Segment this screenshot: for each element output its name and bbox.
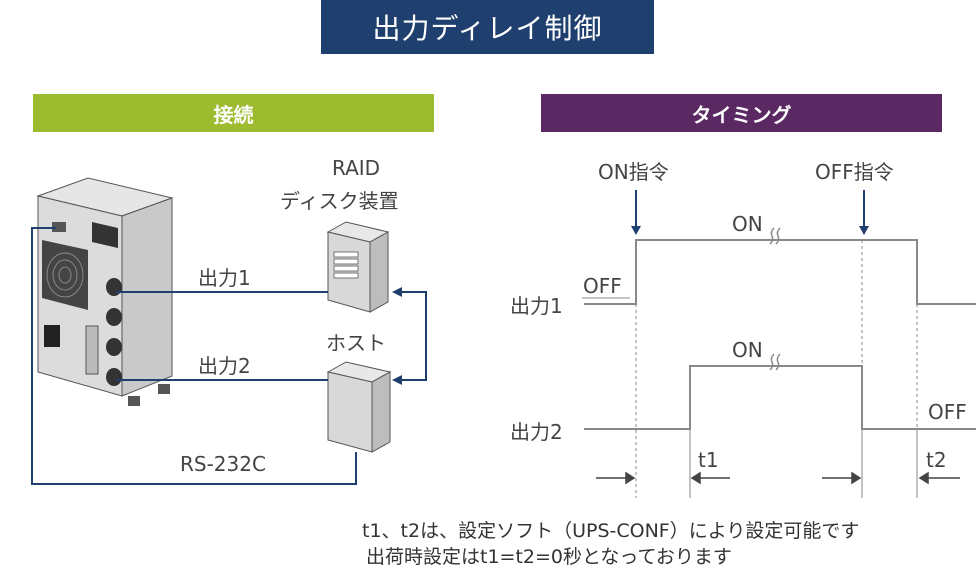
timing-output2-label: 出力2 [510, 420, 563, 444]
output2-off-label: OFF [928, 400, 967, 424]
output2-on-label: ON [732, 338, 763, 362]
host-label: ホスト [326, 331, 386, 355]
connection-wires [31, 227, 427, 485]
note-line2: 出荷時設定はt1=t2=0秒となっております [366, 546, 732, 568]
rs232c-wire [31, 227, 357, 485]
t2-label: t2 [926, 448, 947, 472]
page-title: 出力ディレイ制御 [321, 0, 654, 54]
connection-header: 接続 [33, 94, 434, 132]
host-box-illustration [326, 361, 392, 453]
output1-label: 出力1 [198, 266, 251, 290]
timing-chart [582, 190, 976, 498]
ups-unit-illustration [36, 177, 174, 406]
t1-label: t1 [698, 448, 719, 472]
raid-box-illustration [326, 221, 390, 313]
off-command-label: OFF指令 [815, 160, 894, 184]
raid-label-line1: RAID [332, 156, 381, 180]
timing-header: タイミング [541, 94, 942, 132]
on-command-label: ON指令 [598, 160, 669, 184]
off-command-arrow [859, 226, 869, 235]
rs232c-label: RS-232C [180, 452, 266, 476]
link-arrowheads [392, 287, 402, 385]
on-command-arrow [631, 226, 641, 235]
output2-label: 出力2 [198, 354, 251, 378]
output1-signal [584, 239, 976, 305]
host-raid-link [398, 291, 427, 381]
note-line1: t1、t2は、設定ソフト（UPS-CONF）により設定可能です [362, 520, 860, 542]
output2-signal [584, 365, 976, 430]
timing-output1-label: 出力1 [510, 294, 563, 318]
output1-off-label: OFF [583, 274, 622, 298]
output1-on-label: ON [732, 212, 763, 236]
raid-label-line2: ディスク装置 [280, 189, 399, 213]
